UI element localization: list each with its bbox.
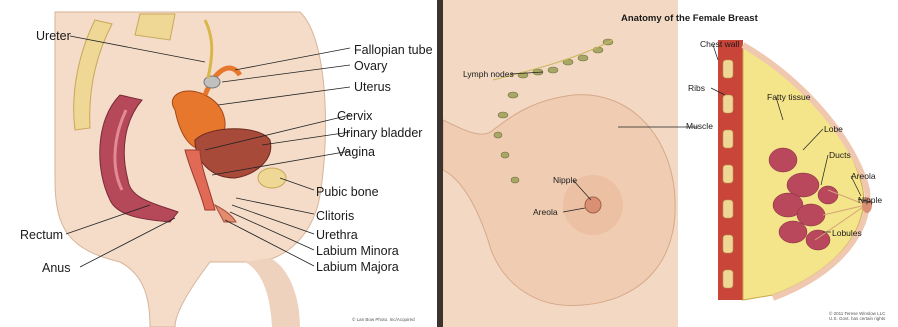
label-fallopian-tube: Fallopian tube — [354, 44, 433, 57]
label-areola-side: Areola — [851, 172, 876, 181]
label-cervix: Cervix — [337, 110, 372, 123]
copyright-left: © Lan Bow Photo. Inc/Acquired — [352, 318, 415, 323]
pubic-bone-shape — [258, 168, 286, 188]
label-chest-wall: Chest wall — [700, 40, 739, 49]
label-ureter: Ureter — [36, 30, 71, 43]
breast-anatomy-illustration — [443, 0, 898, 327]
label-clitoris: Clitoris — [316, 210, 354, 223]
label-urinary-bladder: Urinary bladder — [337, 127, 422, 140]
pelvic-anatomy-panel: Ureter Fallopian tube Ovary Uterus Cervi… — [0, 0, 441, 327]
label-rectum: Rectum — [20, 229, 63, 242]
vertebra — [135, 14, 175, 40]
label-lobe: Lobe — [824, 125, 843, 134]
label-ducts: Ducts — [829, 151, 851, 160]
label-anus: Anus — [42, 262, 71, 275]
label-ovary: Ovary — [354, 60, 387, 73]
label-pubic-bone: Pubic bone — [316, 186, 379, 199]
label-areola-front: Areola — [533, 208, 558, 217]
ovary-shape — [204, 76, 220, 88]
label-muscle: Muscle — [686, 122, 713, 131]
label-labium-minora: Labium Minora — [316, 245, 399, 258]
label-nipple-side: Nipple — [858, 196, 882, 205]
thigh-shape — [245, 258, 300, 327]
label-lymph-nodes: Lymph nodes — [463, 70, 514, 79]
front-nipple-shape — [585, 197, 601, 213]
label-urethra: Urethra — [316, 229, 358, 242]
label-nipple-front: Nipple — [553, 176, 577, 185]
copyright-right: © 2011 Terese Winslow LLC U.S. Govt. has… — [829, 312, 885, 321]
label-vagina: Vagina — [337, 146, 375, 159]
breast-title: Anatomy of the Female Breast — [621, 14, 758, 24]
label-fatty-tissue: Fatty tissue — [767, 93, 810, 102]
label-lobules: Lobules — [832, 229, 862, 238]
label-uterus: Uterus — [354, 81, 391, 94]
label-labium-majora: Labium Majora — [316, 261, 399, 274]
breast-anatomy-panel: Anatomy of the Female Breast Lymph nodes… — [441, 0, 898, 327]
view-gap — [678, 0, 690, 327]
label-ribs: Ribs — [688, 84, 705, 93]
